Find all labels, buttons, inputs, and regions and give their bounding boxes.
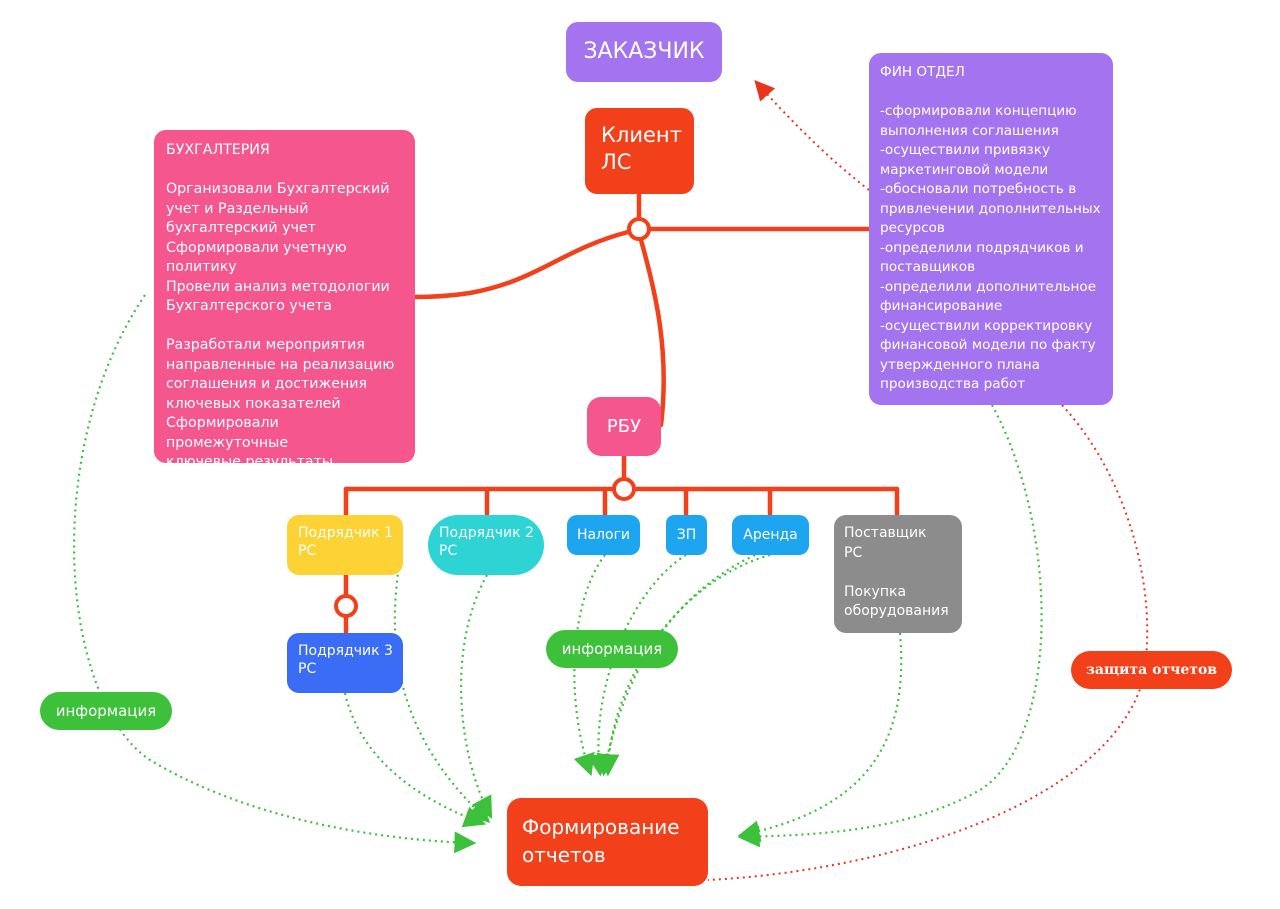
contractor-2-node[interactable]: Подрядчик 2 РС <box>428 515 544 575</box>
salary-node[interactable]: ЗП <box>666 515 707 555</box>
link-hub-accounting <box>412 229 631 300</box>
flow-rent-info <box>597 553 771 777</box>
defense-flows <box>707 80 1149 881</box>
flow-c3-reports <box>343 692 487 828</box>
hub-client <box>627 217 651 241</box>
info-label-center-text: информация <box>561 640 663 658</box>
finance-node[interactable]: ФИН ОТДЕЛ -сформировали концепцию выполн… <box>869 53 1113 405</box>
info-label-left[interactable]: информация <box>40 692 172 730</box>
reports-node[interactable]: Формирование отчетов <box>507 798 708 886</box>
client-node[interactable]: Клиент ЛС <box>585 108 694 194</box>
hub-circles <box>334 217 651 618</box>
taxes-node[interactable]: Налоги <box>567 515 640 555</box>
customer-label: ЗАКАЗЧИК <box>583 38 705 64</box>
contractor-1-node[interactable]: Подрядчик 1 РС <box>287 515 403 575</box>
customer-node[interactable]: ЗАКАЗЧИК <box>566 22 722 82</box>
flow-c1-reports <box>393 544 491 824</box>
accounting-node[interactable]: БУХГАЛТЕРИЯ Организовали Бухгалтерский у… <box>154 130 415 470</box>
flow-reports-defense <box>707 404 1149 881</box>
flow-c2-reports <box>460 574 493 819</box>
link-hub-rbu <box>638 237 666 428</box>
rbu-label: РБУ <box>606 415 642 437</box>
defense-label-text: защита отчетов <box>1085 662 1218 678</box>
rbu-node[interactable]: РБУ <box>587 397 661 456</box>
taxes-label: Налоги <box>576 526 631 543</box>
info-label-center[interactable]: информация <box>546 630 678 668</box>
hub-contractor <box>334 594 358 618</box>
flow-supplier-reports <box>737 632 903 843</box>
defense-label[interactable]: защита отчетов <box>1071 651 1232 689</box>
rent-label: Аренда <box>743 526 798 543</box>
flow-finance-customer <box>754 80 870 191</box>
salary-label: ЗП <box>676 526 697 543</box>
supplier-node[interactable]: Поставщик РС Покупка оборудования <box>834 515 962 633</box>
hub-rbu <box>612 477 636 501</box>
info-label-left-text: информация <box>55 702 157 720</box>
contractor-3-node[interactable]: Подрядчик 3 РС <box>287 633 403 693</box>
rent-node[interactable]: Аренда <box>732 515 809 555</box>
